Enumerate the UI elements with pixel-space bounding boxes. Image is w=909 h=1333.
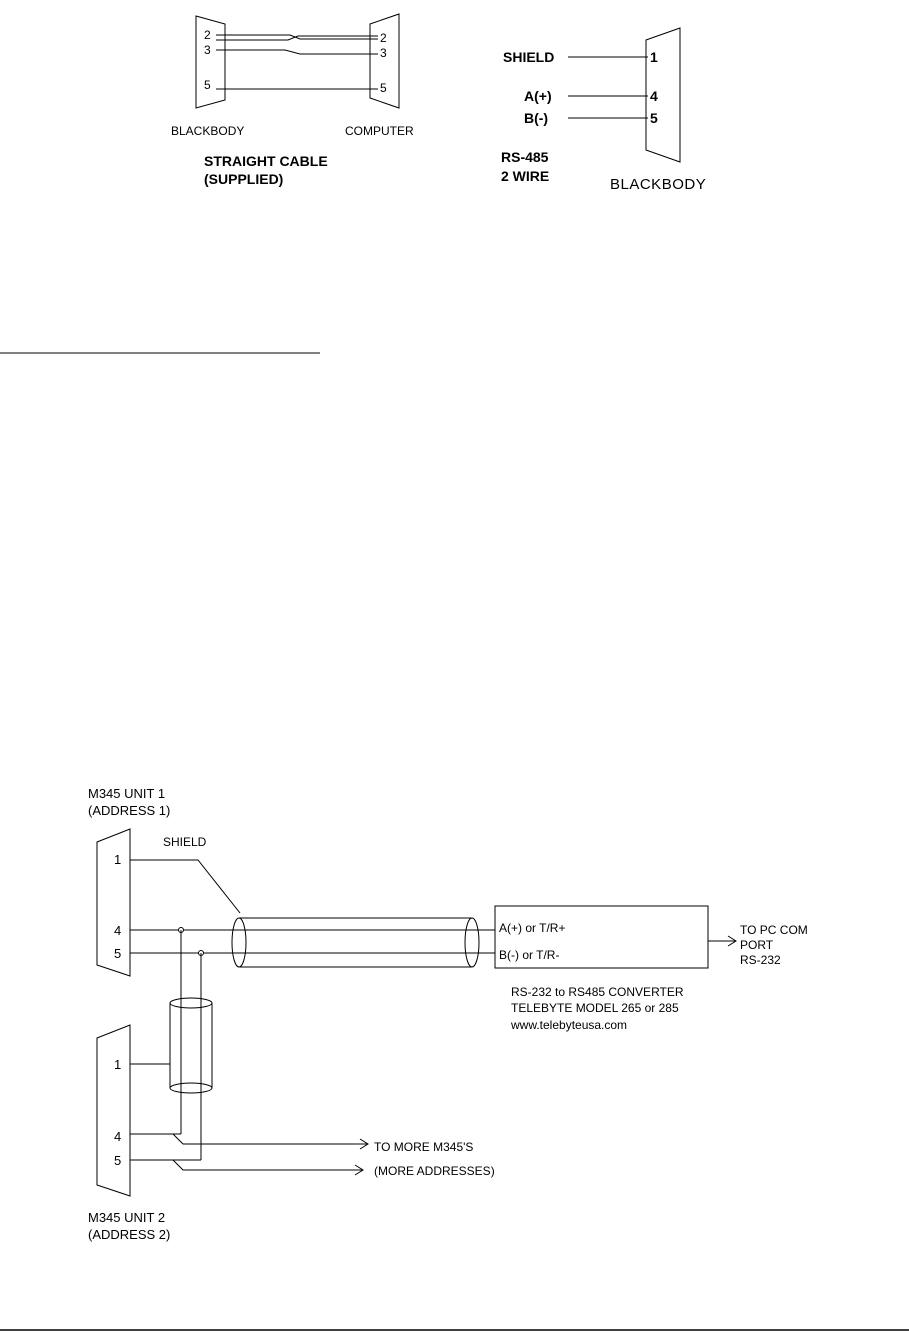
drop-jacket-bottom (169, 1082, 213, 1094)
blackbody-connector-right (645, 27, 681, 163)
left-pin-3: 3 (204, 43, 211, 57)
pc-port-line3: RS-232 (740, 953, 781, 967)
more-addresses-text: (MORE ADDRESSES) (374, 1164, 495, 1178)
computer-label: COMPUTER (345, 124, 414, 138)
converter-model: TELEBYTE MODEL 265 or 285 (511, 1001, 679, 1015)
pin-1-text: 1 (650, 49, 658, 65)
unit2-pin4: 4 (114, 1129, 121, 1144)
rs485-2wire-diagram: SHIELD A(+) B(-) 1 4 5 RS-485 2 WIRE BLA… (501, 27, 706, 193)
cable-jacket-end-left (231, 917, 247, 968)
two-wire-text: 2 WIRE (501, 168, 549, 184)
cable-jacket-end-right (464, 917, 480, 968)
to-more-text: TO MORE M345'S (374, 1140, 473, 1154)
unit1-pin4: 4 (114, 923, 121, 938)
multidrop-diagram: M345 UNIT 1 (ADDRESS 1) 1 4 5 SHIELD A(+… (88, 786, 808, 1242)
shield-label: SHIELD (163, 835, 207, 849)
unit2-title: M345 UNIT 2 (88, 1210, 165, 1225)
unit2-pin1: 1 (114, 1057, 121, 1072)
rs485-text: RS-485 (501, 149, 549, 165)
right-pin-2: 2 (380, 31, 387, 45)
a-plus-text: A(+) (524, 88, 552, 104)
blackbody-right-label: BLACKBODY (610, 176, 706, 193)
to-more-arrow-b (354, 1164, 364, 1176)
computer-connector (369, 13, 400, 109)
pc-port-line2: PORT (740, 938, 774, 952)
drop-jacket-top (169, 997, 213, 1009)
left-pin-5: 5 (204, 78, 211, 92)
wire-pin3 (216, 49, 378, 55)
unit1-pin1: 1 (114, 852, 121, 867)
unit1-address: (ADDRESS 1) (88, 803, 170, 818)
pin-4-text: 4 (650, 88, 658, 104)
converter-caption: RS-232 to RS485 CONVERTER (511, 985, 684, 999)
to-more-wire-a (172, 1133, 368, 1145)
left-pin-2: 2 (204, 28, 211, 42)
unit1-pin5: 5 (114, 946, 121, 961)
blackbody-label: BLACKBODY (171, 124, 244, 138)
right-pin-3: 3 (380, 46, 387, 60)
straight-cable-caption: STRAIGHT CABLE (204, 153, 328, 169)
blackbody-connector-left (195, 15, 226, 109)
converter-b-label: B(-) or T/R- (499, 948, 559, 962)
pc-arrow-head (727, 935, 737, 947)
unit2-address: (ADDRESS 2) (88, 1227, 170, 1242)
unit1-title: M345 UNIT 1 (88, 786, 165, 801)
right-pin-5: 5 (380, 81, 387, 95)
pc-port-line1: TO PC COM (740, 923, 808, 937)
b-minus-text: B(-) (524, 110, 548, 126)
unit1-connector (96, 828, 131, 977)
converter-box (494, 905, 709, 969)
converter-a-label: A(+) or T/R+ (499, 921, 565, 935)
shield-text: SHIELD (503, 49, 554, 65)
straight-cable-diagram: 2 3 5 2 3 5 BLACKBODY COMPUTER STRAIGHT … (171, 13, 414, 187)
to-more-arrow-a (359, 1138, 369, 1150)
wire-pin2-b (216, 35, 378, 41)
unit2-pin5: 5 (114, 1153, 121, 1168)
unit2-connector (96, 1024, 131, 1197)
converter-url: www.telebyteusa.com (510, 1018, 627, 1032)
supplied-caption: (SUPPLIED) (204, 171, 283, 187)
pin-5-text: 5 (650, 110, 658, 126)
shield-drain-wire (130, 859, 241, 914)
to-more-wire-b (172, 1159, 363, 1171)
